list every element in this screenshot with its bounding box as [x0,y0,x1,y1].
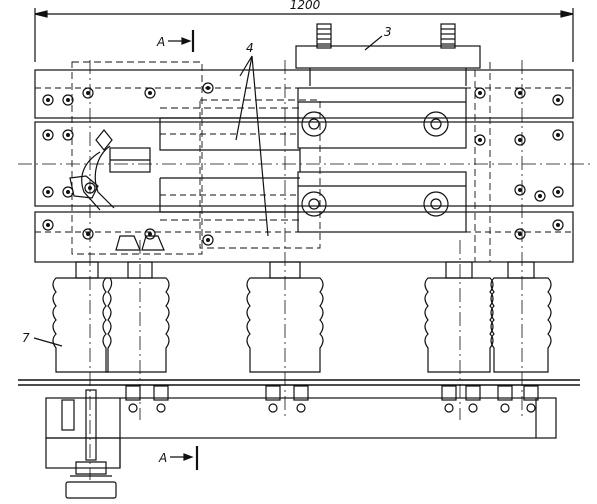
insulator-1 [52,261,113,373]
contact-block-lower [297,171,467,233]
dimension-label: 1200 [290,0,321,12]
base-bolts [125,385,539,413]
bus-bar-bolts [42,82,564,246]
overall-width-dimension: 1200 [34,0,574,62]
hidden-outline-lines [71,61,573,262]
insulator-axis-lines [89,60,523,480]
section-label-top: A [156,35,165,49]
bus-bar-top [34,69,574,119]
callout-3: 3 [364,25,392,51]
bracket-3 [295,45,481,86]
callout-7: 7 [22,331,63,347]
section-marker-bottom: A [158,446,199,470]
operating-shaft [61,389,117,499]
callout-4-label: 4 [246,41,254,55]
bus-bar-bottom [34,211,574,263]
insulator-3 [246,261,324,373]
insulator-2 [102,261,170,373]
knife-blade-lower [159,177,300,213]
contact-block-upper [297,87,467,149]
knife-blade-upper [159,117,300,151]
callout-4: 4 [235,41,269,237]
callout-3-label: 3 [384,25,392,39]
section-marker-top: A [156,30,195,52]
base-frame [18,379,580,469]
top-stud-left [316,23,332,49]
insulator-5 [490,261,552,373]
callout-7-label: 7 [22,331,30,345]
section-label-bottom: A [158,451,167,465]
insulator-4 [424,261,494,373]
top-stud-right [440,23,456,49]
